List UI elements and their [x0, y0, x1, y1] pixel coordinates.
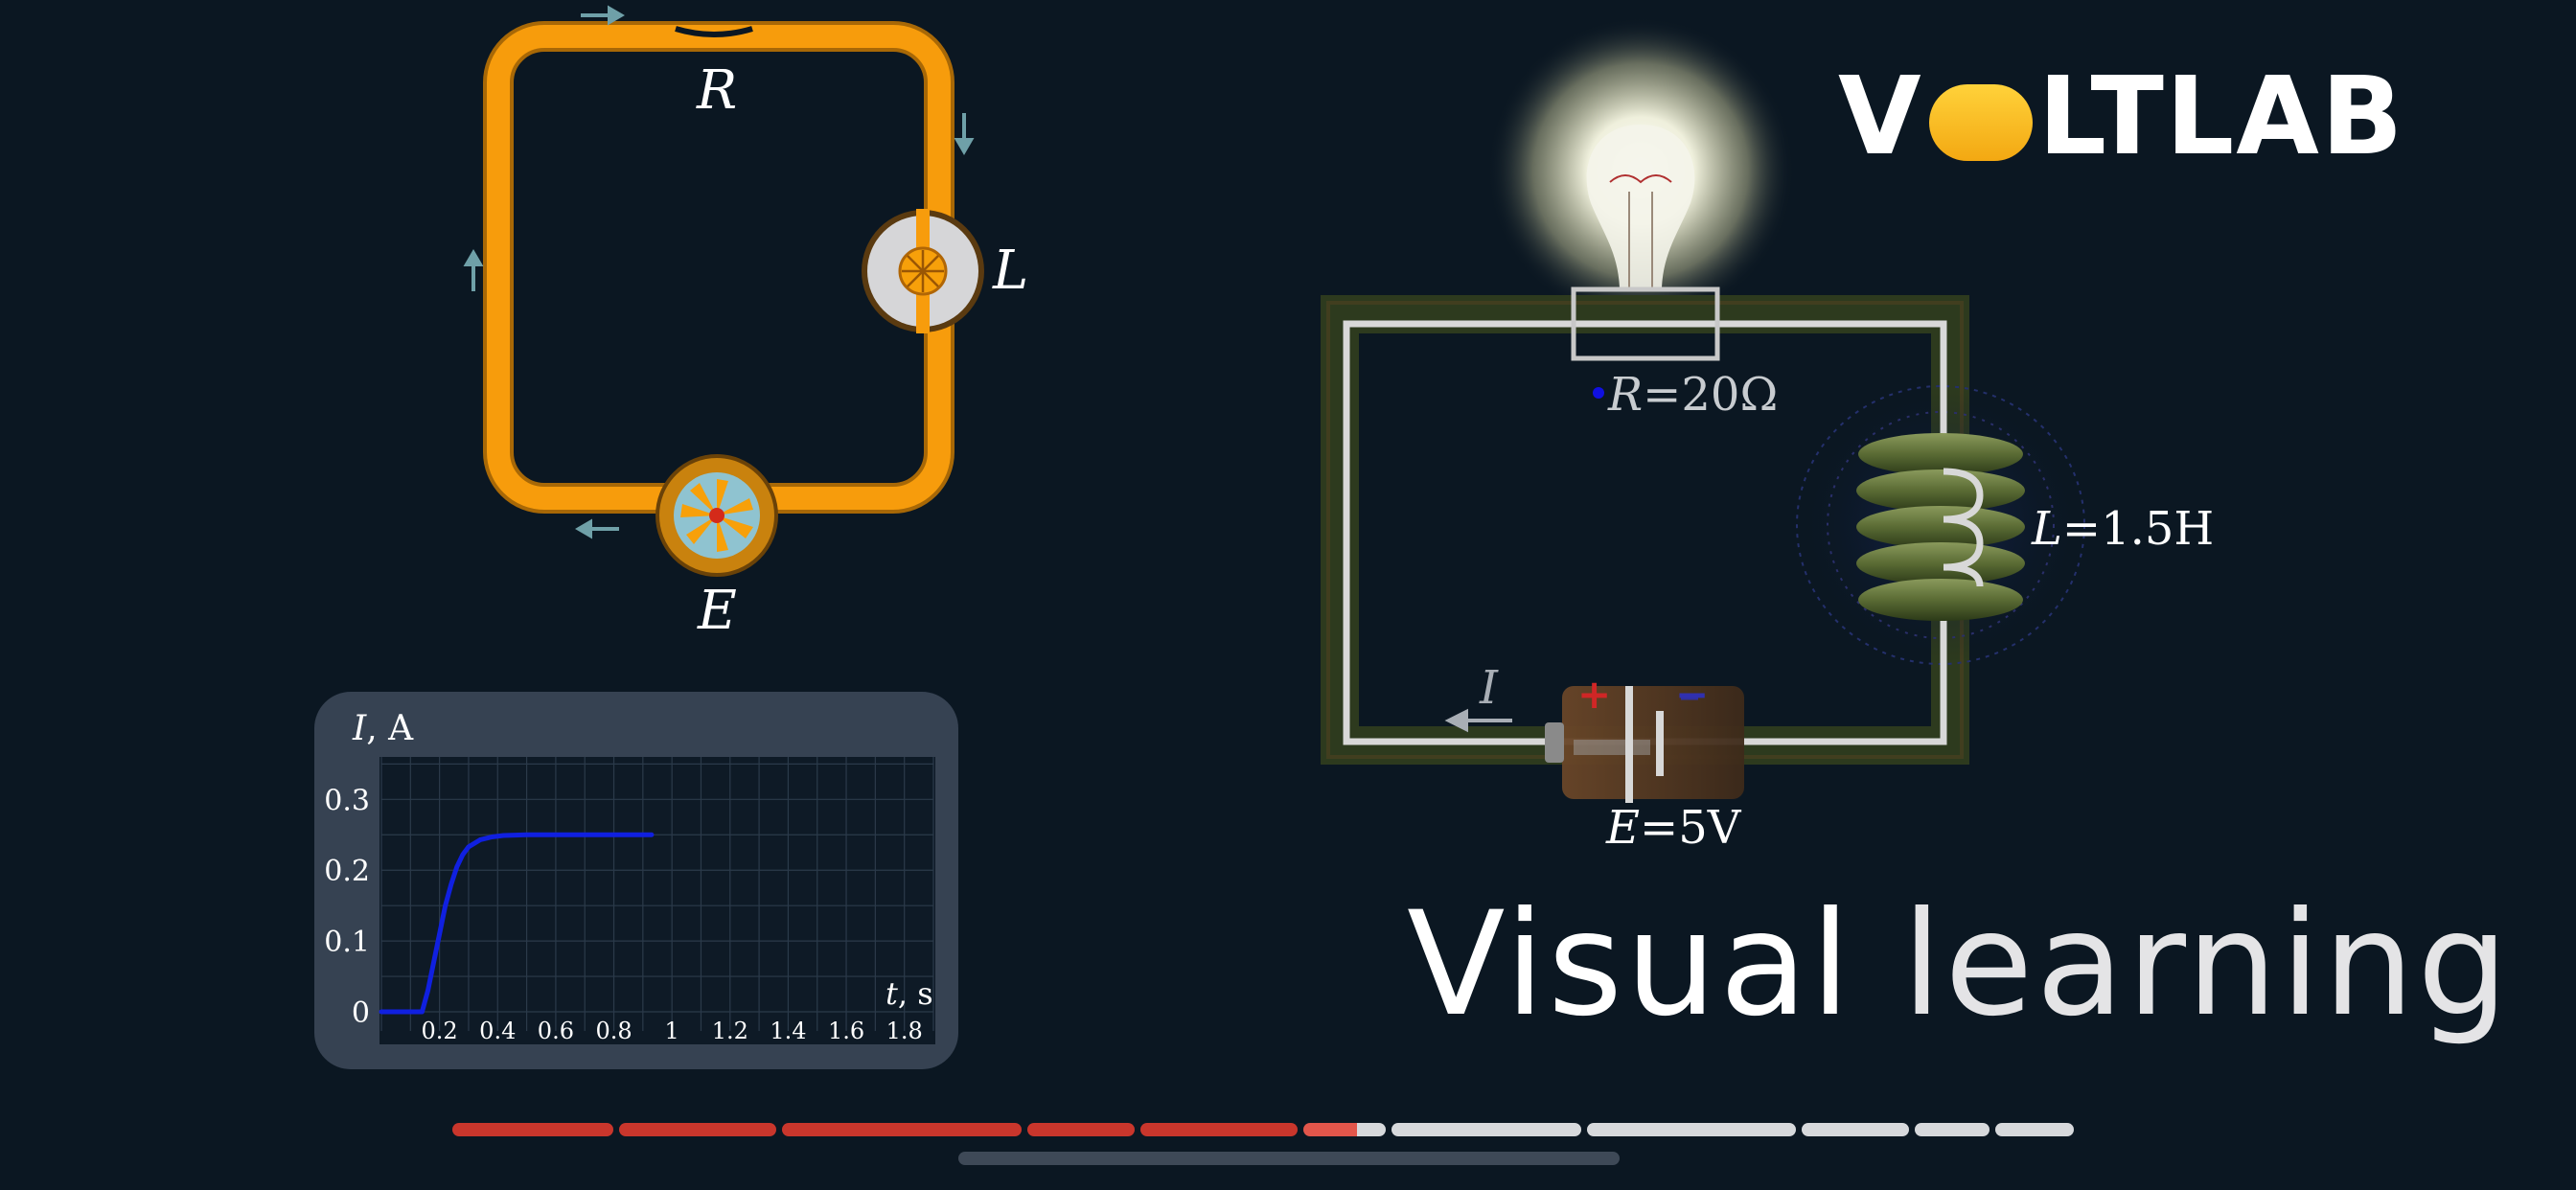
- horizontal-scrollbar[interactable]: [958, 1152, 1620, 1165]
- current-arrow-icon: [575, 518, 619, 539]
- resistor-dot: [1593, 387, 1604, 399]
- current-label: I: [1480, 661, 1498, 715]
- graph-ylabel: I, A: [353, 709, 414, 748]
- current-arrow-icon: [581, 5, 625, 26]
- bulb-icon: [1586, 125, 1695, 287]
- resistor-label: R=20Ω: [1608, 368, 1779, 422]
- progress-segment[interactable]: [782, 1123, 1022, 1136]
- source-label: E=5V: [1606, 801, 1741, 855]
- rl-schematic: [463, 5, 984, 577]
- graph-xlabel: t, s: [886, 975, 933, 1012]
- progress-segment[interactable]: [1027, 1123, 1135, 1136]
- battery-plus: +: [1577, 671, 1612, 718]
- progress-segment[interactable]: [1140, 1123, 1298, 1136]
- progress-segment[interactable]: [619, 1123, 776, 1136]
- battery-minus: −: [1675, 671, 1710, 718]
- progress-segment[interactable]: [452, 1123, 613, 1136]
- schematic-lamp: [862, 209, 984, 333]
- schematic-label-e: E: [698, 580, 737, 642]
- inductor-label: L=1.5H: [2032, 502, 2215, 556]
- progress-segment[interactable]: [1915, 1123, 1990, 1136]
- schematic-source: [656, 454, 778, 577]
- progress-segment[interactable]: [1587, 1123, 1796, 1136]
- resistor-box: [1571, 286, 1720, 361]
- inductor-symbol: [1943, 468, 1984, 587]
- current-arrow-icon: [1444, 708, 1512, 733]
- current-arrow-icon: [463, 249, 484, 291]
- progress-segment[interactable]: [1303, 1123, 1386, 1136]
- inductor-coil: [1856, 433, 2025, 621]
- battery-icon: [1545, 686, 1744, 803]
- progress-segment[interactable]: [1802, 1123, 1909, 1136]
- schematic-label-l: L: [993, 240, 1029, 302]
- progress-segment[interactable]: [1392, 1123, 1581, 1136]
- schematic-label-r: R: [697, 59, 738, 122]
- progress-segment[interactable]: [1995, 1123, 2074, 1136]
- schematic-resistor: [675, 26, 753, 37]
- current-arrow-icon: [954, 113, 975, 155]
- logo-o-pill: [1928, 84, 2033, 161]
- headline: Visual learning: [1407, 881, 2512, 1048]
